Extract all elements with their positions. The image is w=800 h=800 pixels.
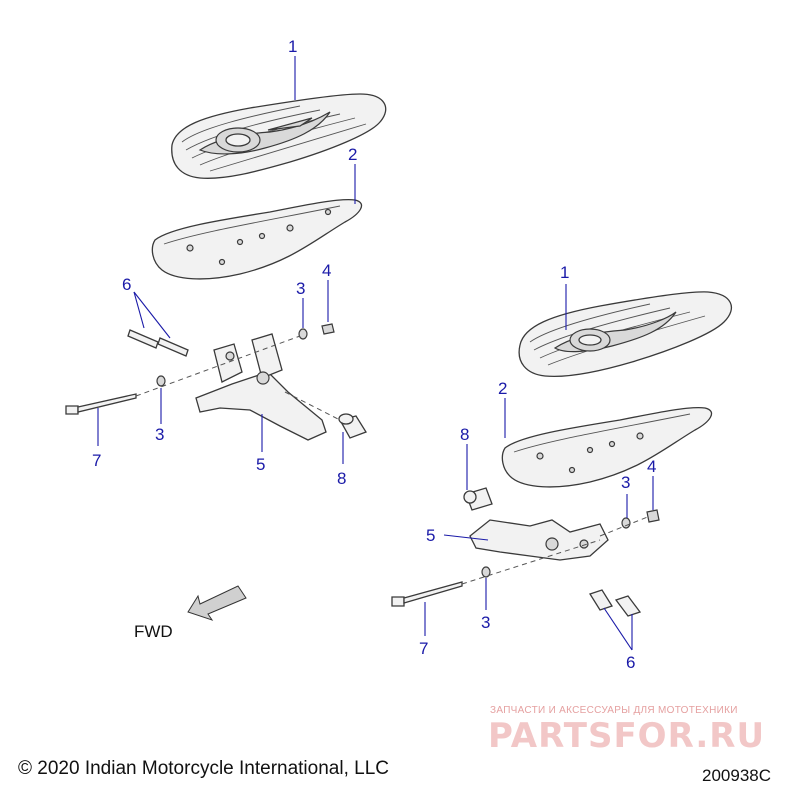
callout-1: 1 [560, 263, 569, 282]
washers-right [481, 509, 660, 578]
bracket-right [469, 519, 609, 561]
bushing-left [338, 413, 367, 439]
forward-arrow-icon [187, 585, 247, 621]
bolts-6-left [127, 329, 189, 357]
assembly-line [135, 335, 301, 397]
callout-3: 3 [296, 279, 305, 298]
callout-8: 8 [337, 469, 346, 488]
callout-3b: 3 [155, 425, 164, 444]
floorboard-left [171, 93, 387, 179]
assembly-line [461, 539, 601, 585]
bolts-6-right [589, 589, 642, 617]
callout-5: 5 [426, 526, 435, 545]
callout-6: 6 [122, 275, 131, 294]
assembly-line [284, 391, 341, 421]
callout-7: 7 [92, 451, 101, 470]
drawing-number: 200938C [702, 766, 772, 785]
callout-4: 4 [647, 457, 656, 476]
long-bolt-left [65, 393, 137, 415]
callout-3b: 3 [481, 613, 490, 632]
watermark-tagline: ЗАПЧАСТИ И АКСЕССУАРЫ ДЛЯ МОТОТЕХНИКИ [490, 705, 738, 716]
callout-1: 1 [288, 37, 297, 56]
fwd-label: FWD [134, 622, 173, 641]
floorboard-pan-right [501, 406, 713, 488]
long-bolt-right [391, 581, 463, 607]
callout-7: 7 [419, 639, 428, 658]
watermark-logo: PARTSFOR.RU [488, 716, 766, 756]
callout-3: 3 [621, 473, 630, 492]
callout-5: 5 [256, 455, 265, 474]
callout-8: 8 [460, 425, 469, 444]
bushing-right [463, 487, 493, 511]
copyright-text: © 2020 Indian Motorcycle International, … [18, 758, 389, 779]
callout-6: 6 [626, 653, 635, 672]
callout-2: 2 [348, 145, 357, 164]
floorboard-right [518, 291, 733, 378]
floorboard-pan-left [151, 198, 363, 280]
bracket-left [195, 333, 327, 441]
callout-4: 4 [322, 261, 331, 280]
callout-2: 2 [498, 379, 507, 398]
washers-left [156, 323, 335, 387]
callouts-right: 1 2 3 4 8 5 3 7 6 [419, 263, 656, 672]
callouts-left: 1 2 3 4 3 6 5 7 8 [92, 37, 357, 488]
